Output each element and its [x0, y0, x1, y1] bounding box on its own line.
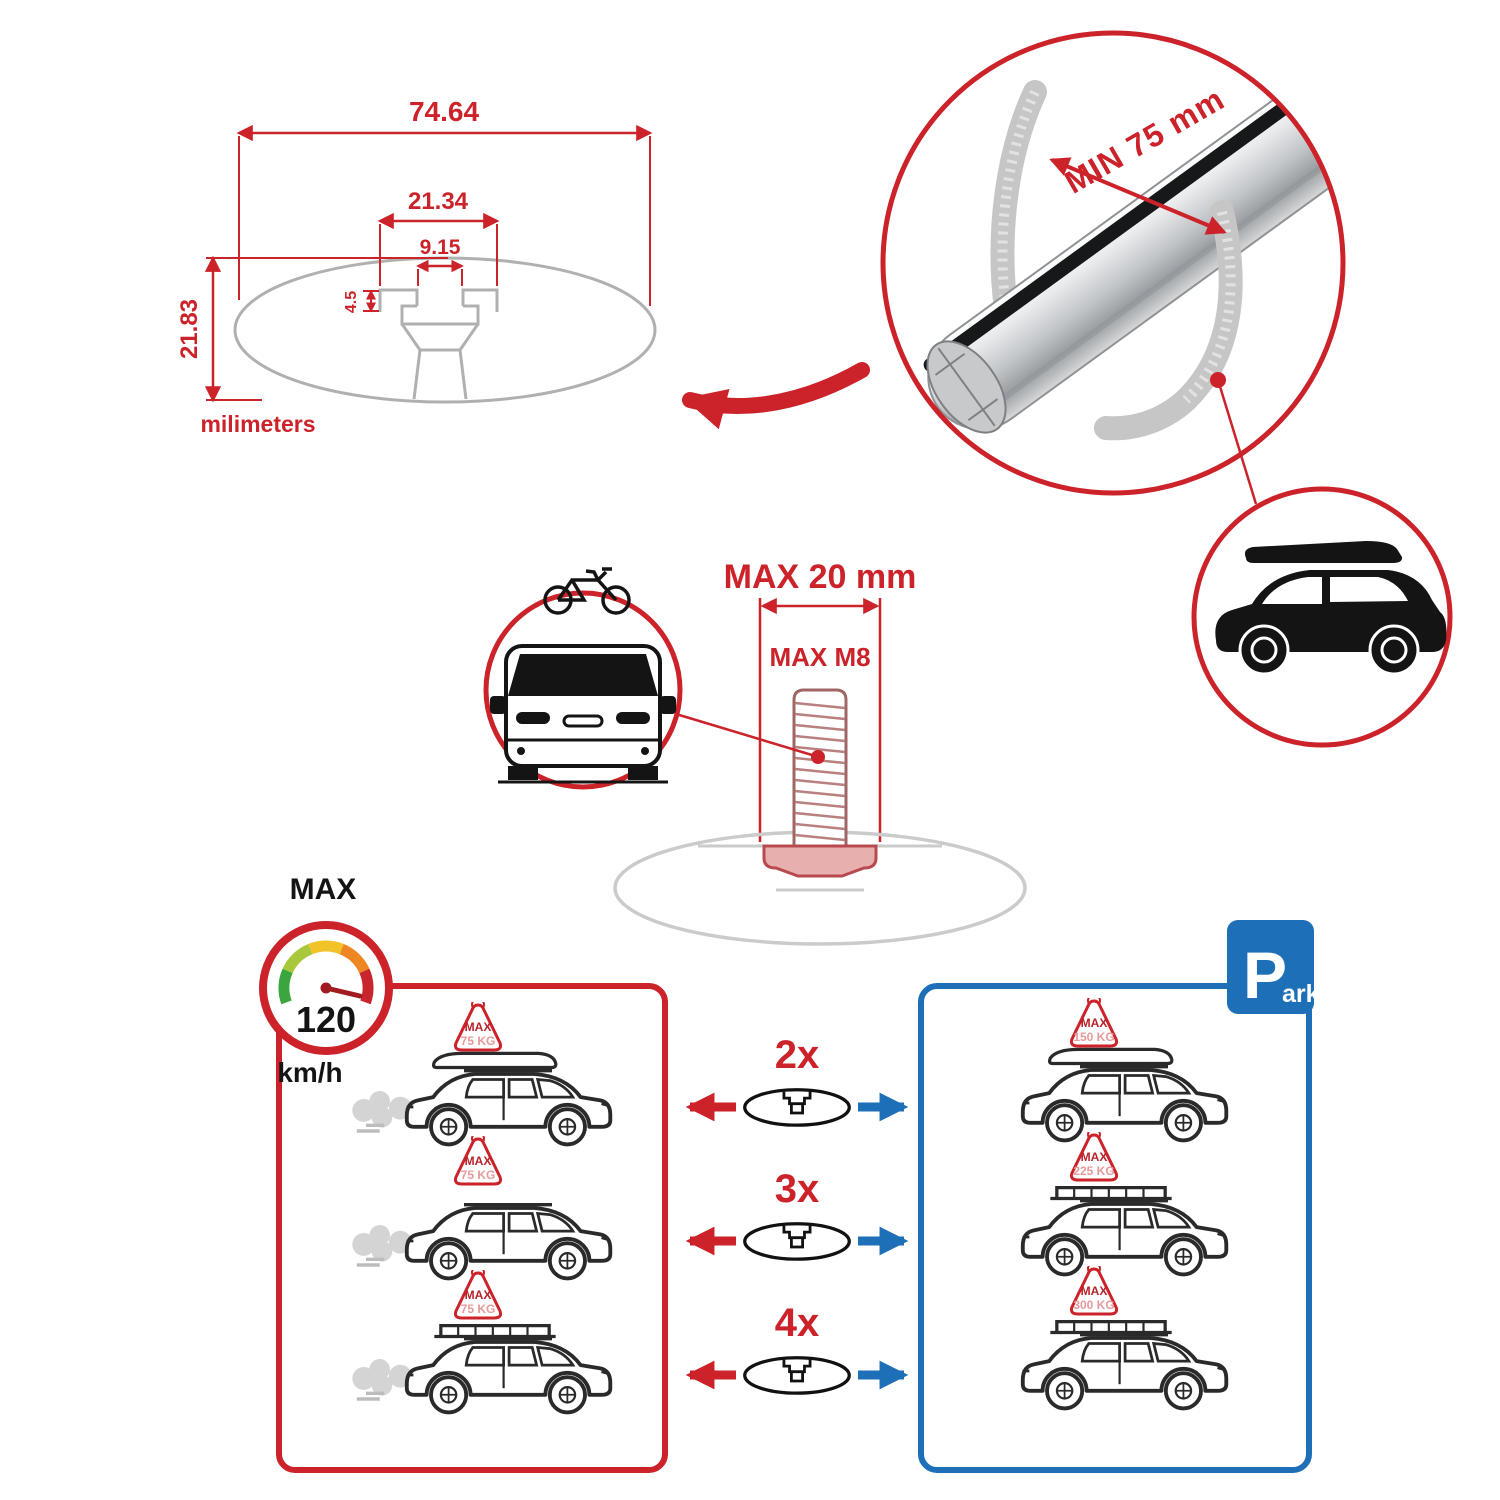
t-bolt: [762, 688, 878, 878]
svg-text:MAX: MAX: [1081, 1016, 1108, 1030]
multiplier-label: 2x: [775, 1033, 820, 1077]
svg-text:75 KG: 75 KG: [461, 1302, 496, 1316]
load-badge: MAX 75 KG: [453, 1002, 503, 1052]
needle: [323, 985, 363, 999]
vehicle-roofbox-circle: [1191, 486, 1453, 748]
multiplier-label: 3x: [775, 1167, 820, 1211]
dim-channel-inner: 9.15: [420, 236, 461, 259]
speedometer: MAX 120 km/h: [259, 873, 393, 1088]
svg-text:75 KG: 75 KG: [461, 1168, 496, 1182]
dim-channel-outer: 21.34: [408, 188, 469, 215]
parked-car-2: MAX 225 KG: [1020, 1132, 1229, 1277]
callout-line: [1216, 379, 1258, 505]
svg-text:150 KG: 150 KG: [1073, 1030, 1114, 1044]
parked-car-1: MAX 150 KG: [1020, 998, 1229, 1143]
bar-render-circle: MIN 75 mm: [880, 30, 1346, 496]
roofbox-icon: [431, 1051, 558, 1070]
load-badge: MAX 225 KG: [1069, 1132, 1119, 1182]
driving-car-2: MAX 75 KG: [350, 1136, 613, 1281]
option-row-3: 4x: [685, 1301, 909, 1395]
dim-total-height: 21.83: [176, 299, 203, 359]
suv-roofbox-illustration: [1215, 541, 1447, 676]
svg-text:75 KG: 75 KG: [461, 1034, 496, 1048]
crossbar-icon: [743, 1356, 851, 1395]
max-width-label: MAX 20 mm: [724, 558, 917, 596]
clamp-strap-left: [990, 80, 1047, 322]
aluminium-bar: [923, 43, 1343, 434]
driving-car-3: MAX 75 KG: [350, 1270, 613, 1415]
driving-car-1: MAX 75 KG: [350, 1002, 613, 1147]
multiplier-label: 4x: [775, 1301, 820, 1345]
svg-text:MAX: MAX: [465, 1020, 492, 1034]
option-row-1: 2x: [685, 1033, 909, 1127]
max-thread-label: MAX M8: [769, 642, 870, 672]
parked-car-3: MAX 300 KG: [1020, 1266, 1229, 1411]
svg-text:MAX: MAX: [1081, 1150, 1108, 1164]
park-sign: P ark: [1227, 920, 1320, 1014]
bicycle-icon: [543, 567, 631, 615]
speed-value: 120: [296, 999, 356, 1040]
bolt-diagram: MAX 20 mm MAX M8: [613, 558, 1027, 946]
units-label: milimeters: [200, 411, 315, 437]
svg-text:MAX: MAX: [465, 1154, 492, 1168]
speed-max-label: MAX: [290, 873, 357, 906]
load-badge: MAX 75 KG: [453, 1270, 503, 1320]
load-badge: MAX 75 KG: [453, 1136, 503, 1186]
svg-text:MAX: MAX: [1081, 1284, 1108, 1298]
load-badge: MAX 300 KG: [1069, 1266, 1119, 1316]
bolt-callout-line: [675, 712, 813, 757]
dim-lip-height: 4.5: [343, 291, 360, 313]
car-front-icon: [490, 644, 676, 784]
roofbox-icon: [1047, 1047, 1174, 1066]
park-sign-ark: ark: [1282, 980, 1320, 1008]
crossbar-icon: [743, 1088, 851, 1127]
profile-channel: [378, 288, 499, 400]
option-row-2: 3x: [685, 1167, 909, 1261]
dim-total-width: 74.64: [409, 96, 479, 127]
pointer-arrow: [682, 362, 870, 430]
profile-oval: [233, 256, 657, 404]
speed-units: km/h: [277, 1057, 342, 1088]
park-sign-p: P: [1243, 938, 1287, 1012]
crossbar-icon: [743, 1222, 851, 1261]
svg-text:MAX: MAX: [465, 1288, 492, 1302]
svg-text:225 KG: 225 KG: [1073, 1164, 1114, 1178]
cross-section-diagram: 74.64 21.34 9.15 4.5 21.83 milimeters: [176, 96, 657, 437]
bolt-callout-dot: [811, 750, 825, 764]
svg-text:300 KG: 300 KG: [1073, 1298, 1114, 1312]
load-badge: MAX 150 KG: [1069, 998, 1119, 1048]
car-front-circle: [483, 567, 683, 790]
